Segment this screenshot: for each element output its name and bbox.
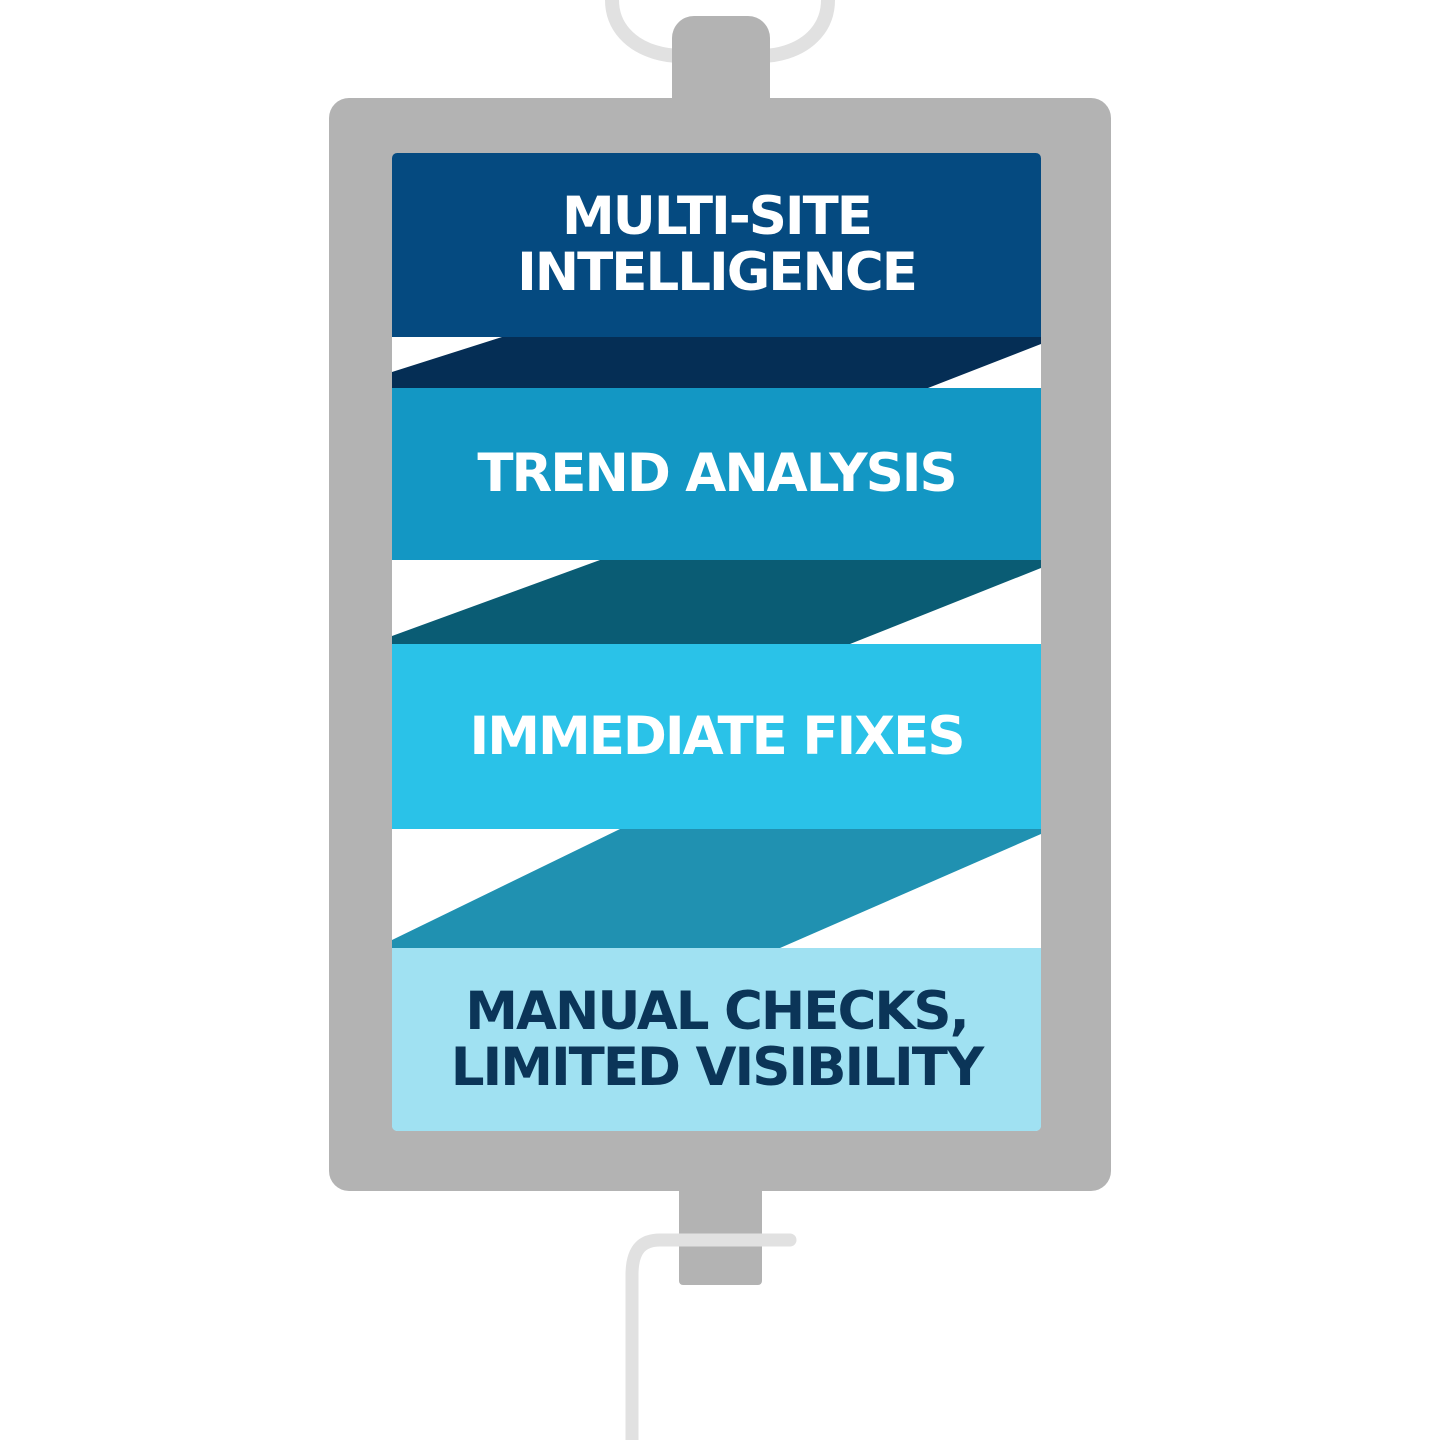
bag-bottom-port: [679, 1170, 762, 1285]
band-1-line-2: INTELLIGENCE: [517, 242, 918, 303]
ribbon-connector-3: [392, 829, 1041, 948]
iv-tube: [625, 1233, 797, 1440]
band-immediate-fixes: IMMEDIATE FIXES: [392, 644, 1041, 829]
band-2-line-1: TREND ANALYSIS: [477, 443, 957, 504]
band-4-line-2: LIMITED VISIBILITY: [450, 1036, 985, 1098]
band-1-line-1: MULTI-SITE: [562, 186, 873, 247]
ribbon-connector-2: [392, 560, 1041, 644]
band-3-line-1: IMMEDIATE FIXES: [469, 705, 966, 767]
band-4-line-1: MANUAL CHECKS,: [465, 980, 969, 1042]
band-trend-analysis: TREND ANALYSIS: [392, 388, 1041, 560]
band-manual-checks: MANUAL CHECKS, LIMITED VISIBILITY: [392, 948, 1041, 1131]
ribbon-connector-1: [392, 337, 1041, 388]
band-multi-site-intelligence: MULTI-SITE INTELLIGENCE: [392, 153, 1041, 337]
